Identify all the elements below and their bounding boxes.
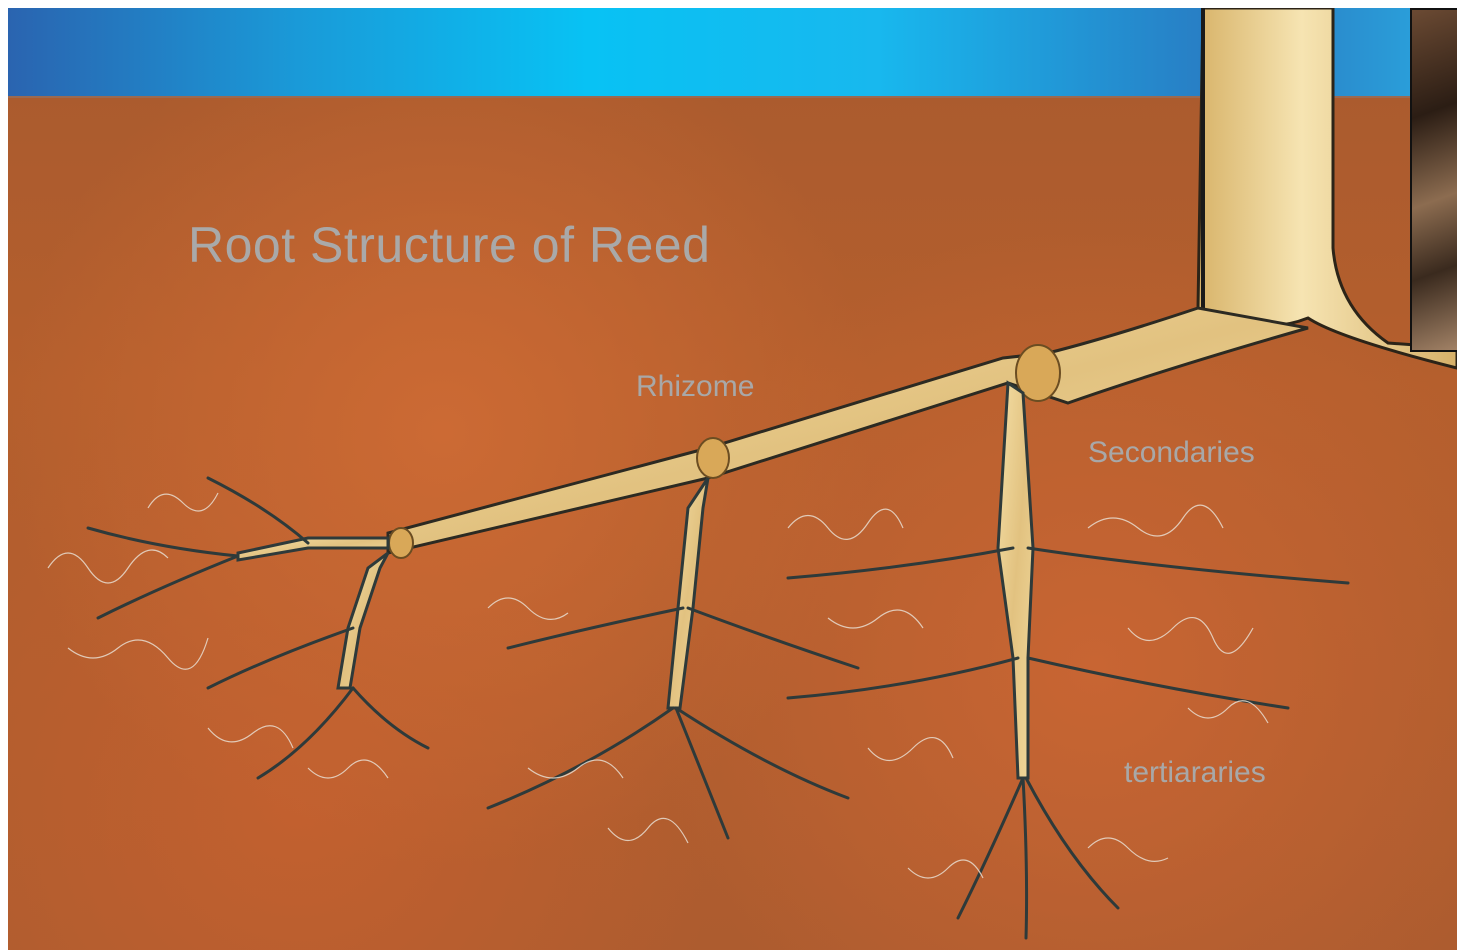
rhizome [388,308,1308,558]
secondary-roots [238,383,1033,778]
reed-photo [1410,8,1457,352]
tertiaries-label: tertiararies [1124,756,1266,790]
root-hairs [48,493,1268,878]
root-diagram [8,8,1457,950]
slide: Root Structure of Reed Rhizome Secondari… [8,8,1457,950]
secondaries-label: Secondaries [1088,436,1255,470]
rhizome-label: Rhizome [636,370,754,404]
slide-title: Root Structure of Reed [188,216,710,274]
